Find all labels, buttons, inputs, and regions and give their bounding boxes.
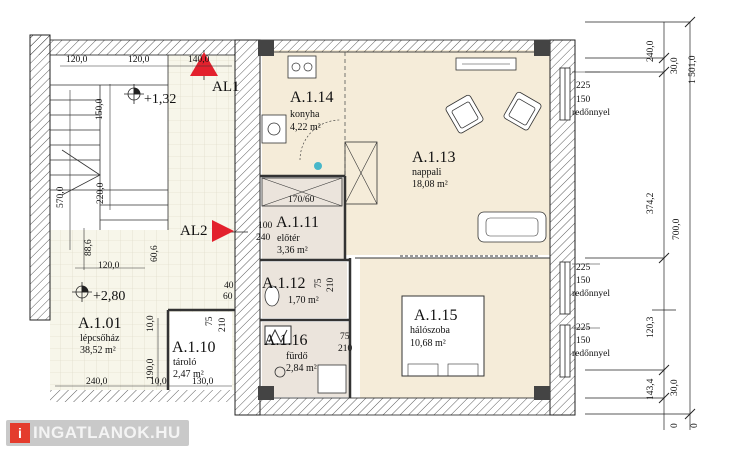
site-logo: i INGATLANOK.HU (6, 420, 189, 446)
section-al1-label: AL1 (212, 79, 240, 95)
room-code-kitchen: A.1.14 (290, 89, 334, 106)
room-name-living: nappali (412, 167, 442, 178)
dim-60: 60 (223, 292, 233, 302)
storage-floor (170, 312, 232, 390)
room-name-storage: tároló (173, 357, 197, 368)
room-code-living: A.1.13 (412, 149, 456, 166)
ruler-a-2: 374,2 (646, 192, 656, 214)
room-area-stairwell: 38,52 m² (80, 345, 116, 356)
window-1-height: 225 (576, 81, 591, 91)
room-area-hall: 3,36 m² (277, 245, 308, 256)
room-area-wc: 1,70 m² (288, 295, 319, 306)
ruler-a-6: 0 (670, 423, 680, 428)
dim-top-left: 120,0 (66, 55, 88, 65)
dim-door-240: 240 (256, 233, 271, 243)
window-2-height: 225 (576, 263, 591, 273)
wall-left (29, 34, 51, 321)
dim-210c: 210 (338, 344, 353, 354)
section-al2-label: AL2 (180, 223, 208, 239)
logo-text: INGATLANOK.HU (33, 423, 181, 442)
ruler-a-1: 30,0 (670, 57, 680, 74)
window-2 (559, 261, 571, 315)
ruler-a-3: 120,3 (646, 316, 656, 338)
window-3 (559, 324, 571, 378)
room-code-hall: A.1.11 (276, 214, 319, 231)
window-3-note: redőnnyel (572, 349, 610, 359)
wall-bottom-apt (259, 397, 551, 416)
room-area-storage: 2,47 m² (173, 369, 204, 380)
dim-75c: 75 (340, 332, 350, 342)
dim-bottom-240: 240,0 (86, 377, 108, 387)
room-area-living: 18,08 m² (412, 179, 448, 190)
stairs-area (50, 55, 168, 230)
ruler-b-2: 0 (690, 423, 700, 428)
room-name-stairwell: lépcsőház (80, 333, 120, 344)
room-area-bedroom: 10,68 m² (410, 338, 446, 349)
room-code-bath: A.1.16 (264, 332, 308, 349)
window-1 (559, 67, 571, 121)
ruler-a-4: 143,4 (646, 378, 656, 400)
dim-210a: 210 (326, 277, 336, 292)
room-code-bedroom: A.1.15 (414, 307, 458, 324)
dim-top-right: 140,0 (188, 55, 210, 65)
room-name-bedroom: hálószoba (410, 325, 450, 336)
room-name-hall: előtér (277, 233, 300, 244)
room-area-bath: 2,84 m² (286, 363, 317, 374)
dim-v150: 150,0 (95, 98, 105, 120)
dim-40: 40 (224, 281, 234, 291)
dim-1200: 120,0 (98, 261, 120, 271)
room-code-stairwell: A.1.01 (78, 315, 122, 332)
dim-75a: 75 (314, 278, 324, 289)
room-area-kitchen: 4,22 m² (290, 122, 321, 133)
dim-100: 10,0 (146, 315, 156, 332)
logo-mark-icon: i (10, 423, 30, 443)
dim-v220: 220,0 (96, 182, 106, 204)
dim-v570: 570,0 (56, 186, 66, 208)
room-code-storage: A.1.10 (172, 339, 216, 356)
wall-top-apt (259, 39, 551, 53)
window-2-note: redőnnyel (572, 289, 610, 299)
wall-top (49, 39, 236, 56)
dim-210b: 210 (218, 317, 228, 332)
dim-bottom-100: 10,0 (150, 377, 167, 387)
ruler-b-1: 700,0 (672, 218, 682, 240)
level-upper: +1,32 (144, 92, 177, 107)
dim-75b: 75 (205, 316, 215, 327)
window-1-sill: 150 (576, 95, 591, 105)
dim-bottom-130: 130,0 (192, 377, 214, 387)
window-3-height: 225 (576, 323, 591, 333)
wall-mid (234, 39, 261, 416)
room-code-wc: A.1.12 (262, 275, 306, 292)
room-name-kitchen: konyha (290, 109, 320, 120)
section-al1-arrow (190, 52, 218, 76)
window-2-sill: 150 (576, 276, 591, 286)
dim-606: 60,6 (150, 245, 160, 262)
dim-17060: 170/60 (288, 195, 315, 205)
ruler-a-5: 30,0 (670, 379, 680, 396)
room-name-bath: fürdő (286, 351, 308, 362)
dim-886: 88,6 (84, 239, 94, 256)
ruler-b-0: 1 501,0 (688, 55, 698, 85)
ruler-a-0: 240,0 (646, 40, 656, 62)
dim-door-100: 100 (258, 221, 273, 231)
section-al2-arrow (212, 220, 234, 242)
wall-top-left (30, 35, 50, 55)
dim-top-mid: 120,0 (128, 55, 150, 65)
level-lower: +2,80 (93, 289, 126, 304)
window-1-note: redőnnyel (572, 108, 610, 118)
window-3-sill: 150 (576, 336, 591, 346)
